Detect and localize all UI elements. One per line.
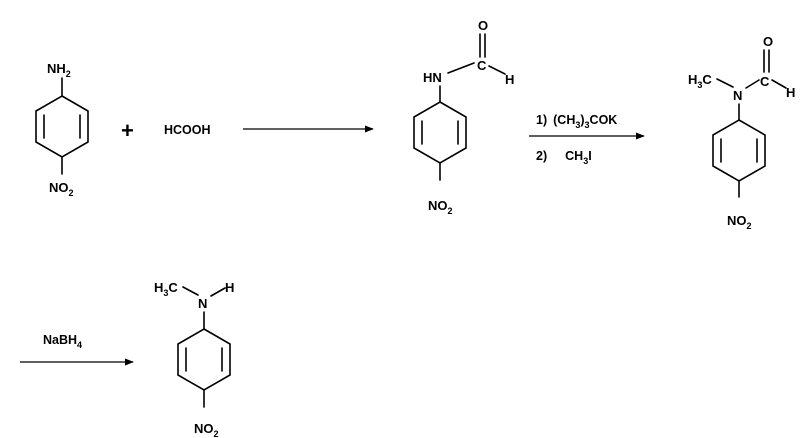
nitro-group-subscript: 2: [214, 429, 219, 438]
reagent-step-1: 1)(CH3)3COK: [536, 113, 617, 130]
carbonyl-carbon-label: C: [760, 74, 770, 89]
reagent-step-2: 2)CH3I: [536, 149, 592, 166]
bond-methyl-n: [182, 286, 199, 296]
nitro-group-label: NO: [194, 421, 214, 436]
svg-text:H3C: H3C: [688, 72, 712, 90]
carbonyl-oxygen-label: O: [763, 34, 773, 49]
molecule-4-nitroformanilide: O C H HN NO2: [413, 18, 514, 216]
svg-text:NO2: NO2: [49, 180, 74, 198]
reagent-formic-acid: HCOOH: [164, 123, 211, 137]
reagent-sodium-borohydride: NaBH4: [43, 333, 82, 350]
formyl-hydrogen-label: H: [786, 85, 795, 100]
benzene-ring: [712, 119, 766, 182]
plus-sign: +: [121, 118, 134, 143]
formyl-hydrogen-label: H: [505, 72, 514, 87]
nitro-group-subscript: 2: [448, 206, 453, 216]
bond-c-h: [771, 79, 787, 89]
amine-group-label: NH: [47, 61, 66, 76]
svg-text:NH2: NH2: [47, 61, 71, 79]
bond-methyl-n: [716, 78, 734, 88]
molecule-4-nitroaniline: NH2 NO2: [35, 61, 89, 198]
methyl-label-h: H: [154, 280, 163, 295]
svg-text:H3C: H3C: [154, 280, 178, 298]
nitro-group-label: NO: [428, 198, 448, 213]
methyl-subscript: 3: [697, 80, 702, 90]
nitro-group-subscript: 2: [69, 188, 74, 198]
amine-hydrogen-label: H: [225, 280, 234, 295]
amine-nitrogen-label: N: [198, 296, 207, 311]
carbonyl-oxygen-label: O: [478, 18, 488, 33]
carbonyl-carbon-label: C: [477, 58, 487, 73]
benzene-ring: [413, 101, 467, 164]
bond-n-c: [745, 79, 760, 89]
methyl-label-c: C: [168, 280, 178, 295]
svg-text:NO2: NO2: [194, 421, 219, 438]
svg-text:NO2: NO2: [428, 198, 453, 216]
methyl-label-h: H: [688, 72, 697, 87]
amide-nh-label: HN: [423, 70, 442, 85]
amide-nitrogen-label: N: [733, 88, 742, 103]
amine-group-subscript: 2: [66, 69, 71, 79]
molecule-n-methyl-4-nitroaniline: H3C N H NO2: [154, 280, 234, 438]
nitro-group-label: NO: [727, 213, 747, 228]
bond-n-c: [447, 62, 475, 74]
bond-n-h: [210, 287, 226, 297]
methyl-label-c: C: [702, 72, 712, 87]
nitro-group-subscript: 2: [747, 221, 752, 231]
benzene-ring: [177, 328, 231, 391]
molecule-n-methyl-4-nitroformanilide: O C H H3C N NO2: [688, 34, 795, 231]
benzene-ring: [35, 95, 89, 158]
methyl-subscript: 3: [163, 288, 168, 298]
nitro-group-label: NO: [49, 180, 69, 195]
bond-c-h: [488, 65, 506, 75]
svg-text:NO2: NO2: [727, 213, 752, 231]
